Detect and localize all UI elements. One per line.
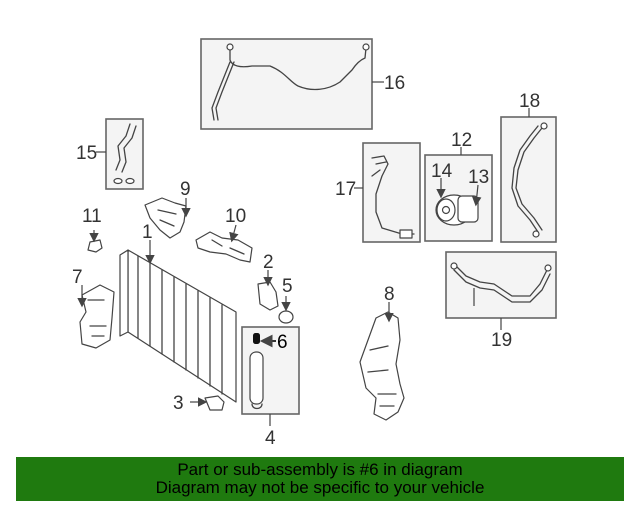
part-12-group: 14 13 12	[424, 130, 493, 242]
part-16-box	[200, 38, 373, 130]
callout-14: 14	[431, 161, 453, 182]
part-15-pipe	[115, 123, 137, 173]
part-16-group: 16	[200, 38, 405, 130]
part-19-group: 19	[445, 251, 557, 351]
callout-3: 3	[173, 393, 184, 414]
part-11-bolt	[87, 239, 103, 253]
callout-17: 17	[335, 179, 356, 200]
part-8-group: 8	[359, 284, 405, 421]
part-19-box	[445, 251, 557, 319]
part-9-bracket	[144, 197, 187, 239]
part-10-bracket	[195, 231, 253, 263]
part-17-pipe	[371, 155, 415, 235]
callout-19: 19	[491, 330, 512, 351]
part-4-drier	[249, 351, 264, 405]
part-8-bracket	[359, 311, 405, 421]
part-2-group: 2	[257, 252, 279, 311]
part-17-box	[362, 142, 421, 243]
banner-line-1: Part or sub-assembly is #6 in diagram	[177, 460, 463, 479]
part-1-group: 1	[119, 222, 237, 403]
parts-diagram: 16 15 9 10 11	[72, 38, 557, 449]
callout-2: 2	[263, 252, 274, 273]
callout-15: 15	[76, 143, 97, 164]
part-5-cap	[278, 310, 294, 324]
part-14-compressor	[435, 194, 479, 226]
callout-7: 7	[72, 267, 83, 288]
part-7-group: 7	[72, 267, 115, 349]
part-4-group: 6 4	[241, 326, 300, 449]
part-7-bracket	[79, 284, 115, 349]
part-3-clip	[204, 395, 225, 411]
part-18-box	[500, 116, 557, 243]
callout-1: 1	[142, 222, 153, 243]
part-15-group: 15	[76, 118, 144, 190]
callout-10: 10	[225, 206, 246, 227]
callout-9: 9	[180, 179, 191, 200]
callout-6: 6	[277, 332, 288, 353]
callout-11: 11	[82, 206, 102, 227]
callout-18: 18	[519, 91, 540, 112]
part-10-group: 10	[195, 206, 253, 263]
part-6-plug	[253, 333, 260, 344]
part-18-pipe	[511, 125, 539, 233]
part-17-group: 17	[335, 142, 421, 243]
part-9-group: 9	[144, 179, 191, 239]
banner-line-2: Diagram may not be specific to your vehi…	[155, 478, 485, 497]
part-2-bracket	[257, 281, 279, 311]
callout-16: 16	[384, 73, 405, 94]
part-16-line	[229, 45, 367, 91]
callout-5: 5	[282, 276, 293, 297]
part-19-pipe	[453, 263, 549, 297]
info-banner: Part or sub-assembly is #6 in diagram Di…	[16, 457, 624, 501]
part-18-group: 18	[500, 91, 557, 243]
callout-12: 12	[451, 130, 472, 151]
part-11-group: 11	[82, 206, 103, 253]
part-1-condenser	[127, 249, 237, 403]
callout-4: 4	[265, 428, 276, 449]
callout-8: 8	[384, 284, 395, 305]
part-3-group: 3	[173, 393, 225, 414]
callout-13: 13	[468, 167, 489, 188]
part-5-group: 5	[278, 276, 294, 324]
